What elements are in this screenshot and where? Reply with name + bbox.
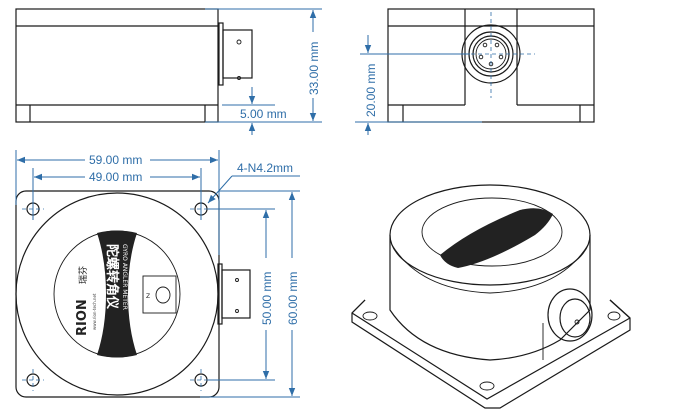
label-title-en: GYRO ANGLER METER — [121, 244, 128, 310]
dim-label-49mm: 49.00 mm — [89, 170, 142, 184]
dim-label-5mm: 5.00 mm — [240, 107, 287, 121]
dim-hole-spec: 4-N4.2mm — [207, 161, 300, 204]
label-title-cn: 陀螺转角仪 — [104, 244, 120, 310]
brand-cn: 瑞芬 — [77, 266, 89, 284]
brand-logo: RION — [75, 299, 90, 336]
dim-5mm: 5.00 mm — [222, 87, 287, 135]
side-connector — [218, 22, 253, 86]
label-plate: 陀螺转角仪 GYRO ANGLER METER RION 瑞芬 www.rion… — [75, 230, 177, 358]
dim-label-20mm: 20.00 mm — [364, 64, 378, 117]
dim-label-60mm: 60.00 mm — [286, 272, 300, 325]
dim-59mm: 59.00 mm — [15, 150, 220, 255]
dim-33mm: 33.00 mm — [205, 8, 322, 123]
dim-49mm: 49.00 mm — [32, 168, 202, 220]
dim-label-33mm: 33.00 mm — [307, 42, 321, 95]
top-connector — [217, 263, 251, 325]
dim-label-hole-spec: 4-N4.2mm — [237, 161, 293, 175]
front-connector — [450, 12, 535, 98]
dim-20mm: 20.00 mm — [355, 35, 482, 135]
top-view: 陀螺转角仪 GYRO ANGLER METER RION 瑞芬 www.rion… — [15, 150, 300, 398]
axis-label: Z — [146, 293, 150, 300]
dim-50mm: 50.00 mm — [208, 208, 275, 381]
dim-label-50mm: 50.00 mm — [260, 272, 274, 325]
gyro-icon — [155, 286, 171, 304]
isometric-view — [351, 184, 631, 409]
brand-website: www.rion-tech.net — [92, 293, 97, 330]
side-view: 33.00 mm 5.00 mm — [15, 8, 322, 135]
dim-60mm: 60.00 mm — [200, 190, 300, 398]
front-view: 20.00 mm — [355, 8, 595, 135]
dim-label-59mm: 59.00 mm — [89, 153, 142, 167]
